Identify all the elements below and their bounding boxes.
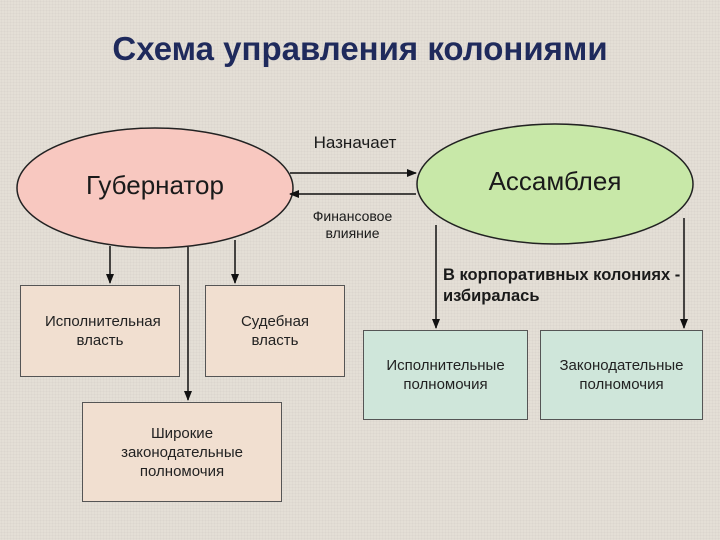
executive-power-box: Исполнительная власть bbox=[20, 285, 180, 377]
appoints-label: Назначает bbox=[313, 133, 397, 152]
executive-powers-label: Исполнительные полномочия bbox=[386, 357, 505, 393]
judicial-power-label: Судебная власть bbox=[240, 313, 310, 349]
governor-label: Губернатор bbox=[86, 170, 224, 200]
legislative-powers-label: Законодательные полномочия bbox=[559, 357, 684, 393]
assembly-ellipse bbox=[416, 123, 694, 245]
assembly-label: Ассамблея bbox=[488, 166, 622, 196]
legislative-powers-box: Законодательные полномочия bbox=[540, 330, 703, 420]
judicial-power-box: Судебная власть bbox=[205, 285, 345, 377]
governor-ellipse bbox=[16, 127, 294, 249]
broad-legislative-label: Широкие законодательные полномочия bbox=[121, 424, 243, 480]
page-title: Схема управления колониями bbox=[112, 30, 608, 67]
financial-influence-label: Финансовое влияние bbox=[312, 208, 393, 241]
corporate-elected-label: В корпоративных колониях - избиралась bbox=[443, 266, 681, 305]
executive-power-label: Исполнительная власть bbox=[45, 313, 161, 349]
executive-powers-box: Исполнительные полномочия bbox=[363, 330, 528, 420]
broad-legislative-box: Широкие законодательные полномочия bbox=[82, 402, 282, 502]
